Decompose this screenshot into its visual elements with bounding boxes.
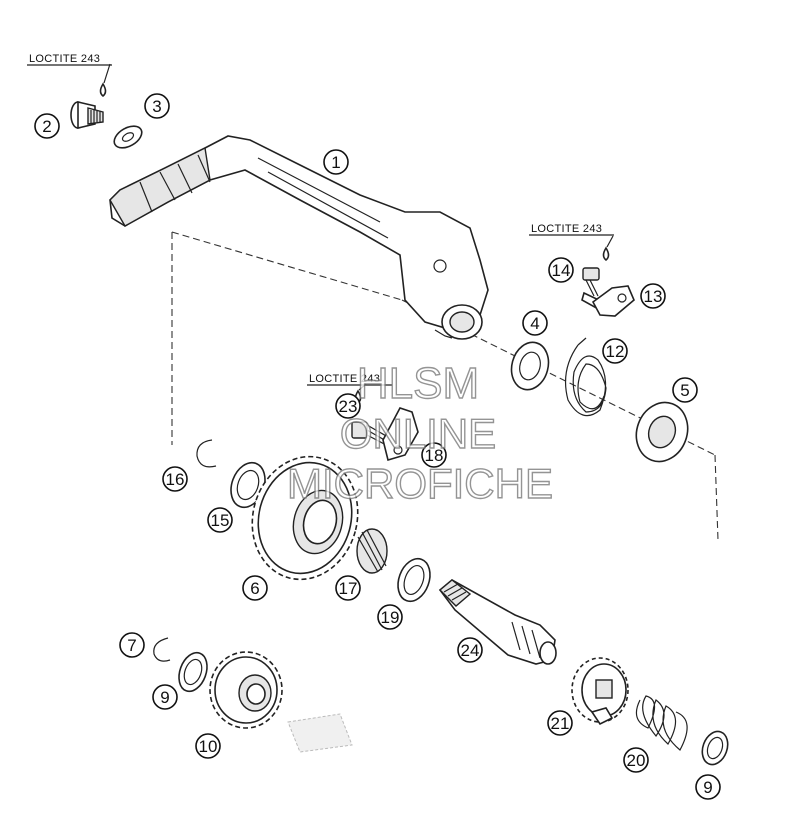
callout-9a: 9 <box>152 684 178 710</box>
svg-text:20: 20 <box>627 751 646 770</box>
watermark-line-1: HLSM <box>357 359 479 408</box>
callout-21: 21 <box>547 710 573 736</box>
svg-text:2: 2 <box>42 117 51 136</box>
part-washer-15 <box>230 461 266 509</box>
part-circlip-16 <box>196 439 217 468</box>
part-thrust-washer <box>635 401 689 463</box>
callout-10: 10 <box>195 733 221 759</box>
loctite-label-2: LOCTITE 243 <box>529 223 614 236</box>
svg-text:6: 6 <box>250 579 259 598</box>
svg-text:9: 9 <box>160 688 169 707</box>
callout-17: 17 <box>335 575 361 601</box>
part-gear-large <box>251 455 359 581</box>
svg-text:12: 12 <box>606 342 625 361</box>
loctite-drop-1 <box>99 63 111 98</box>
callout-24: 24 <box>457 637 483 663</box>
callout-5: 5 <box>672 377 698 403</box>
part-needle-bearing <box>356 528 388 574</box>
callout-2: 2 <box>34 113 60 139</box>
callout-3: 3 <box>144 93 170 119</box>
loctite-text-2: LOCTITE 243 <box>531 223 602 235</box>
loctite-label-1: LOCTITE 243 <box>27 53 112 66</box>
svg-text:10: 10 <box>199 737 218 756</box>
svg-text:14: 14 <box>552 261 571 280</box>
svg-text:3: 3 <box>152 97 161 116</box>
part-screw <box>70 100 104 130</box>
watermark-line-2: ONLINE <box>340 410 496 457</box>
loctite-text-3: LOCTITE 243 <box>309 373 380 385</box>
part-washer-small <box>113 125 143 149</box>
watermark: HLSM ONLINE MICROFICHE <box>286 358 553 507</box>
callout-14: 14 <box>548 257 574 283</box>
callout-4: 4 <box>522 310 548 336</box>
callout-13: 13 <box>640 283 666 309</box>
part-spring-coil <box>565 337 607 417</box>
callout-9b: 9 <box>695 774 721 800</box>
part-circlip-7 <box>153 637 171 662</box>
part-washer-19 <box>397 557 431 603</box>
svg-text:24: 24 <box>461 641 480 660</box>
part-gear-small <box>209 651 283 729</box>
callout-23: 23 <box>335 393 361 419</box>
part-coil-spring <box>635 695 688 751</box>
loctite-text-1: LOCTITE 243 <box>29 53 100 65</box>
part-ghost <box>287 713 353 753</box>
watermark-line-3: MICROFICHE <box>287 460 553 507</box>
svg-text:9: 9 <box>703 778 712 797</box>
svg-text:23: 23 <box>339 397 358 416</box>
part-guide-plate <box>382 407 419 462</box>
callout-16: 16 <box>162 466 188 492</box>
callout-19: 19 <box>377 604 403 630</box>
svg-text:1: 1 <box>331 153 340 172</box>
callout-7: 7 <box>119 632 145 658</box>
svg-text:19: 19 <box>381 608 400 627</box>
part-washer-9b <box>701 730 729 766</box>
part-washer-9a <box>178 651 208 693</box>
part-ratchet <box>571 657 629 726</box>
svg-text:5: 5 <box>680 381 689 400</box>
svg-text:18: 18 <box>425 446 444 465</box>
loctite-drop-2 <box>602 235 614 262</box>
part-kickstart-shaft <box>438 579 557 665</box>
svg-text:17: 17 <box>339 579 358 598</box>
svg-text:13: 13 <box>644 287 663 306</box>
svg-text:7: 7 <box>127 636 136 655</box>
callout-18: 18 <box>421 442 447 468</box>
svg-text:15: 15 <box>211 511 230 530</box>
svg-text:21: 21 <box>551 714 570 733</box>
svg-text:4: 4 <box>530 314 539 333</box>
callout-6: 6 <box>242 575 268 601</box>
callout-20: 20 <box>623 747 649 773</box>
part-kickstart-lever <box>109 135 489 340</box>
loctite-label-3: LOCTITE 243 <box>307 373 392 386</box>
part-washer-4 <box>510 341 550 391</box>
callout-15: 15 <box>207 507 233 533</box>
callout-12: 12 <box>602 338 628 364</box>
part-bracket <box>591 285 635 317</box>
part-bolt-23 <box>351 421 389 447</box>
svg-text:16: 16 <box>166 470 185 489</box>
callout-1: 1 <box>323 149 349 175</box>
